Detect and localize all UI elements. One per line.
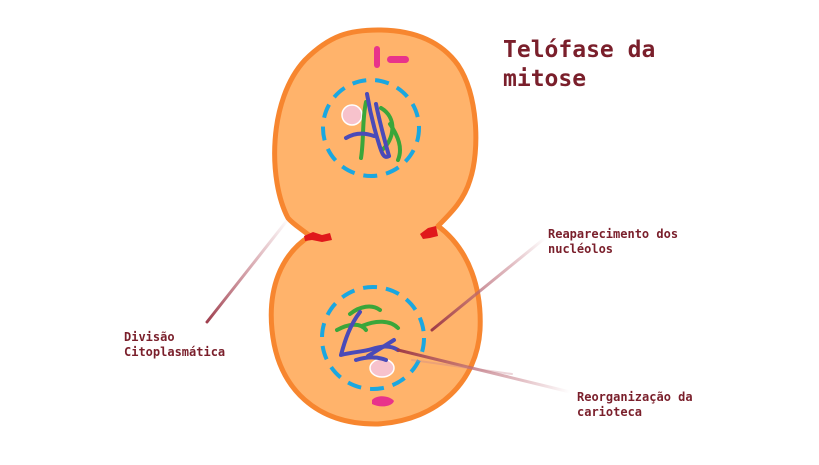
pointer-carioteca-2 xyxy=(411,359,513,375)
lower-chromosome-blue-3 xyxy=(354,355,388,362)
upper-cell-content xyxy=(321,46,421,178)
diagram-title: Telófase da mitose xyxy=(503,36,655,94)
upper-chromosome-blue-1 xyxy=(365,92,391,159)
upper-chromosome-green-3 xyxy=(388,122,402,162)
label-nucleolos: Reaparecimento dos nucléolos xyxy=(548,227,678,257)
upper-centriole-horizontal xyxy=(387,56,409,63)
pointer-nucleolos xyxy=(430,236,547,332)
lower-centriole xyxy=(372,396,394,407)
upper-centriole-vertical xyxy=(374,46,380,68)
lower-cell-content xyxy=(320,285,426,407)
title-line-2: mitose xyxy=(503,66,587,92)
lower-chromosome-blue-2 xyxy=(366,338,396,358)
label-divisao-line-2: Citoplasmática xyxy=(124,345,226,359)
pointer-carioteca-1 xyxy=(396,348,572,394)
lower-chromosome-green-2 xyxy=(360,319,400,330)
furrow-left xyxy=(304,232,332,242)
lower-nucleolus xyxy=(369,358,395,378)
lower-nuclear-envelope xyxy=(320,285,426,391)
upper-chromosome-blue-3 xyxy=(344,131,376,140)
label-carioteca: Reorganização da carioteca xyxy=(577,390,693,420)
lower-chromosome-green-3 xyxy=(348,304,382,316)
label-divisao: Divisão Citoplasmática xyxy=(124,330,225,360)
upper-nucleolus xyxy=(341,104,363,126)
label-carioteca-line-2: carioteca xyxy=(577,405,643,419)
furrow-right xyxy=(420,226,438,239)
title-line-1: Telófase da xyxy=(503,37,656,63)
pointer-divisao xyxy=(205,216,291,324)
label-carioteca-line-1: Reorganização da xyxy=(577,390,693,404)
upper-chromosome-green-1 xyxy=(359,100,368,160)
upper-nuclear-envelope xyxy=(321,78,421,178)
label-divisao-line-1: Divisão xyxy=(124,330,175,344)
label-nucleolos-line-1: Reaparecimento dos xyxy=(548,227,679,241)
label-nucleolos-line-2: nucléolos xyxy=(548,242,614,256)
upper-chromosome-blue-2 xyxy=(374,102,391,158)
